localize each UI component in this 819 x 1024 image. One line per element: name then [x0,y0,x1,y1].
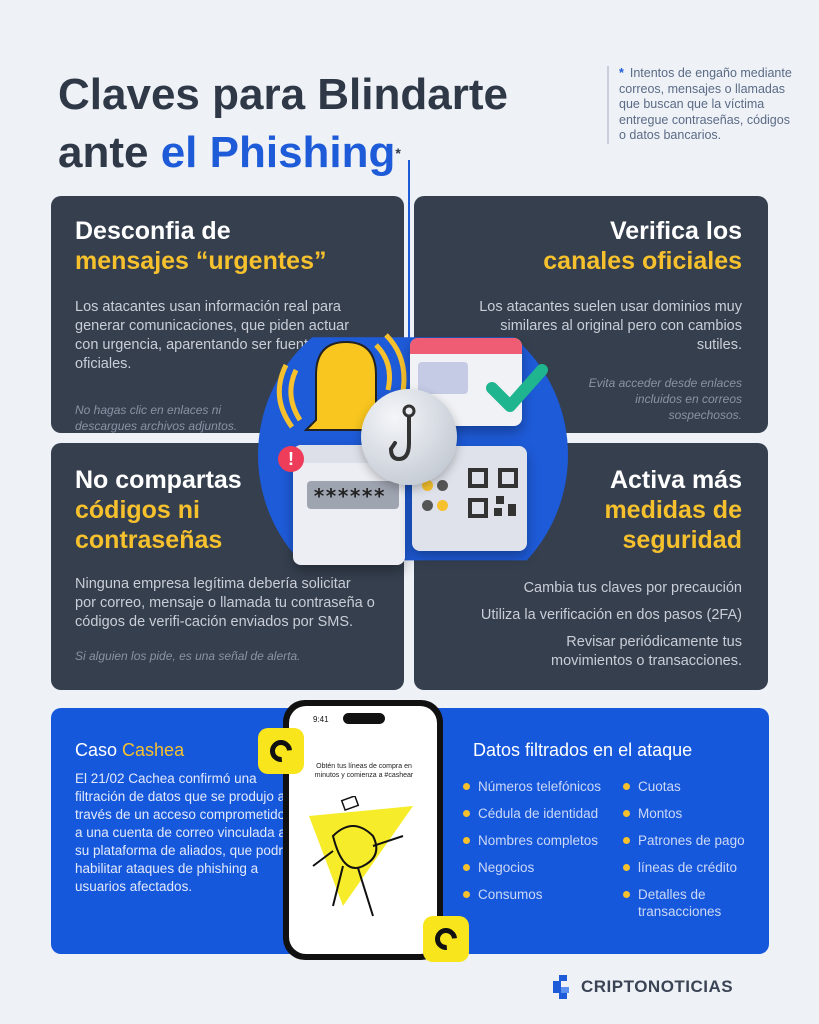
cashea-logo-badge [423,916,469,962]
list-item: Nombres completos [463,832,623,849]
brand-logo: CRIPTONOTICIAS [553,975,733,999]
list-item: Utiliza la verificación en dos pasos (2F… [480,607,742,623]
page-title: Claves para Blindarte ante el Phishing* [58,66,598,182]
security-list: Cambia tus claves por precaución Utiliza… [440,579,742,671]
card-title-b: canales oficiales [543,247,742,275]
criptonoticias-logo-icon [553,975,569,999]
case-title-a: Caso [75,740,123,760]
card-tip: No hagas clic en enlaces ni descargues a… [75,403,238,433]
card-title-a: Verifica los [609,217,742,245]
leaked-data-col-2: Cuotas Montos Patrones de pago líneas de… [623,778,763,930]
card-body: Los atacantes usan información real para… [75,299,350,372]
card-title-b: mensajes “urgentes” [75,247,327,275]
title-asterisk: * [395,145,401,161]
phone-mockup: 9:41 Obtén tus líneas de compra en minut… [283,700,443,960]
phone-time: 9:41 [313,715,329,724]
title-line-1: Claves para Blindarte [58,70,508,119]
case-title-b: Cashea [122,740,185,760]
character-illustration [309,796,413,917]
list-item: Cédula de identidad [463,805,623,822]
case-title: Caso Cashea [75,740,184,761]
title-line-2: ante el Phishing* [58,124,598,182]
card-title-b: medidas de seguridad [604,496,742,554]
bullet-icon [623,810,630,817]
cashea-logo-icon [265,735,297,767]
title-highlight: el Phishing [160,128,396,177]
bullet-icon [463,837,470,844]
bullet-icon [623,783,630,790]
card-title-b: códigos ni contraseñas [75,496,223,554]
list-item: líneas de crédito [623,859,763,876]
list-item: Patrones de pago [623,832,763,849]
cashea-logo-icon [430,923,462,955]
list-item: Detalles de transacciones [623,886,763,920]
card-tip: Si alguien los pide, es una señal de ale… [75,649,301,663]
note-text: Intentos de engaño mediante correos, men… [619,66,792,142]
card-title-a: Desconfia de [75,217,231,245]
phone-notch [343,713,385,724]
cashea-logo-badge [258,728,304,774]
leaked-data-col-1: Números telefónicos Cédula de identidad … [463,778,623,913]
bullet-icon [623,891,630,898]
phone-promo-text: Obtén tus líneas de compra en minutos y … [314,763,414,779]
list-item: Números telefónicos [463,778,623,795]
title-line-2-a: ante [58,128,161,177]
card-body: Los atacantes suelen usar dominios muy s… [479,299,742,353]
card-title-a: No compartas [75,466,242,494]
list-item: Revisar periódicamente tus movimientos o… [551,634,742,669]
bullet-icon [463,810,470,817]
list-item: Negocios [463,859,623,876]
phishing-definition: *Intentos de engaño mediante correos, me… [607,66,797,144]
card-body: Ninguna empresa legítima debería solicit… [75,576,375,630]
brand-name: CRIPTONOTICIAS [581,977,734,996]
leaked-data-title: Datos filtrados en el ataque [473,740,693,760]
list-item: Montos [623,805,763,822]
card-tip: Evita acceder desde enlaces incluidos en… [588,376,742,422]
bullet-icon [463,864,470,871]
bullet-icon [463,783,470,790]
fishing-line [408,160,410,430]
bullet-icon [623,837,630,844]
case-description: El 21/02 Cachea confirmó una filtración … [75,771,295,894]
note-asterisk: * [619,66,624,80]
card-title-a: Activa más [609,466,742,494]
bullet-icon [623,864,630,871]
list-item: Cambia tus claves por precaución [523,580,742,596]
list-item: Consumos [463,886,623,903]
phone-screen: 9:41 Obtén tus líneas de compra en minut… [289,706,437,954]
list-item: Cuotas [623,778,763,795]
bullet-icon [463,891,470,898]
